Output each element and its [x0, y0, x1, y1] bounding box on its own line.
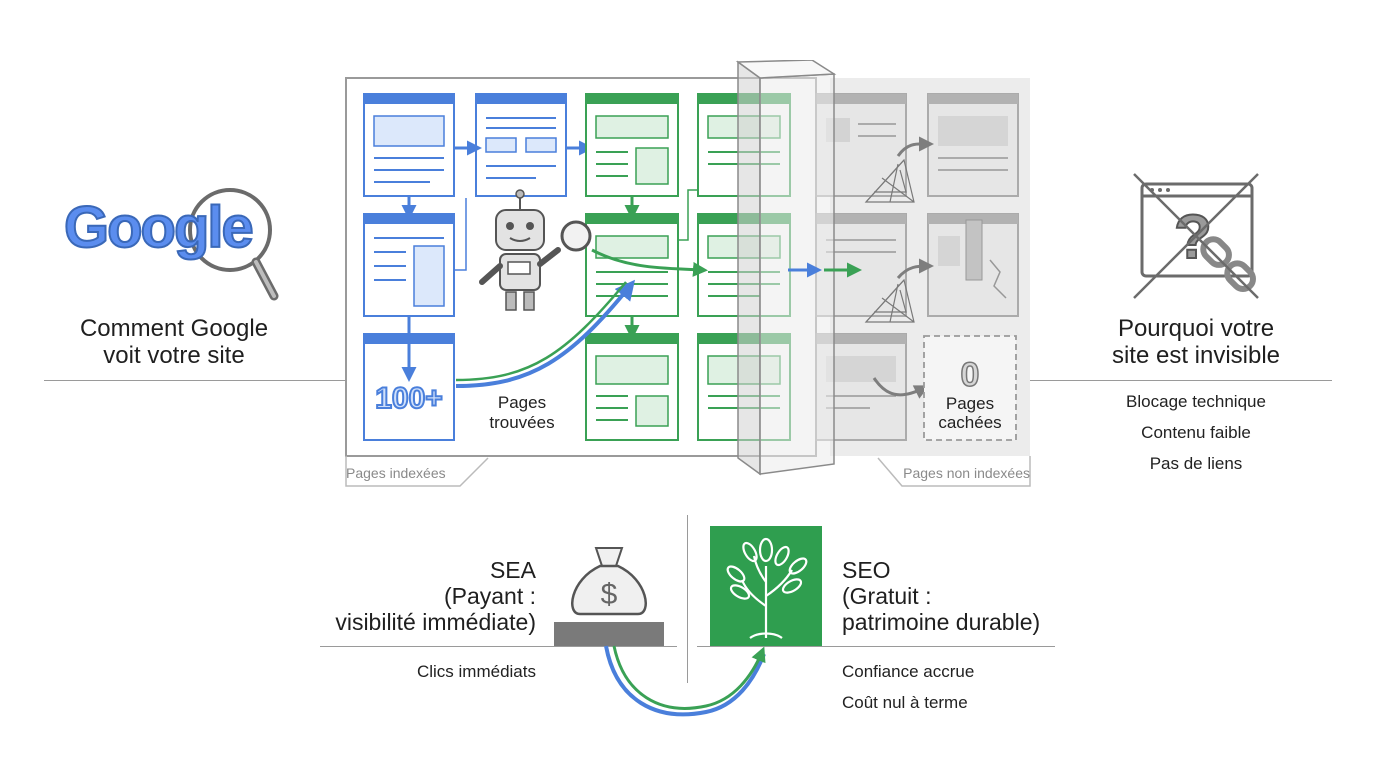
google-logo-text: Google: [63, 194, 255, 261]
seo-title: SEO (Gratuit : patrimoine durable): [842, 557, 1078, 635]
tree-icon: [710, 526, 822, 646]
reason-list: Blocage technique Contenu faible Pas de …: [1086, 392, 1306, 485]
sea-divider: [320, 646, 677, 647]
left-divider: [44, 380, 346, 381]
grey-page-card: [927, 93, 1019, 197]
svg-text:?: ?: [1174, 203, 1212, 272]
reason-item: Contenu faible: [1141, 423, 1251, 442]
sea-title-line3: visibilité immédiate): [335, 609, 536, 635]
right-title-line1: Pourquoi votre: [1117, 315, 1275, 342]
svg-text:$: $: [601, 578, 618, 611]
robot-crawler-icon: [479, 189, 592, 311]
seo-title-line1: SEO: [842, 557, 891, 583]
seo-benefit-item: Confiance accrue: [842, 662, 975, 681]
not-indexed-caption: Pages non indexées: [903, 465, 1030, 481]
google-magnifier-icon: [60, 186, 290, 312]
indexed-caption: Pages indexées: [346, 465, 446, 481]
hidden-pages-box: [923, 335, 1017, 441]
left-title-line2: voit votre site: [103, 342, 245, 369]
sea-benefit: Clics immédiats: [416, 662, 536, 681]
sea-title-line2: (Payant :: [443, 583, 536, 609]
spiderweb-icon: [864, 158, 915, 323]
grey-page-card: [927, 213, 1019, 317]
sea-title: SEA (Payant : visibilité immédiate): [300, 557, 536, 635]
hidden-label-line2: cachées: [938, 413, 1001, 432]
blue-page-card: [363, 213, 455, 317]
bottom-vertical-divider: [687, 515, 688, 683]
reason-item: Blocage technique: [1126, 392, 1266, 411]
right-divider: [1030, 380, 1332, 381]
seo-benefit-item: Coût nul à terme: [842, 693, 968, 712]
crawl-diagram: 100+ Pages trouvées: [330, 59, 1050, 490]
blue-page-card: [475, 93, 567, 197]
seo-title-line3: patrimoine durable): [842, 609, 1041, 635]
right-title-line2: site est invisible: [1111, 342, 1281, 369]
hidden-label-line1: Pages: [946, 394, 994, 413]
index-separator-panel: [735, 59, 837, 476]
green-page-card: [585, 93, 679, 197]
found-label-line2: trouvées: [489, 413, 554, 432]
seo-title-line2: (Gratuit :: [842, 583, 932, 609]
sea-title-line1: SEA: [489, 557, 536, 583]
reason-item: Pas de liens: [1149, 454, 1243, 473]
found-label-line1: Pages: [498, 393, 546, 412]
money-bag-icon: $: [552, 536, 666, 648]
broken-link-question-icon: ?: [1130, 170, 1270, 302]
right-title: Pourquoi votre site est invisible: [1066, 315, 1326, 369]
blue-page-card: [363, 93, 455, 197]
left-title: Comment Google voit votre site: [44, 315, 304, 369]
seo-divider: [697, 646, 1055, 647]
sea-to-seo-arrow: [596, 640, 786, 730]
left-title-line1: Comment Google: [79, 315, 269, 342]
hidden-pages-count: 0: [961, 356, 980, 394]
green-page-card: [585, 333, 679, 441]
page-count-badge: 100+: [375, 382, 443, 415]
seo-benefit-list: Confiance accrue Coût nul à terme: [842, 662, 1062, 724]
